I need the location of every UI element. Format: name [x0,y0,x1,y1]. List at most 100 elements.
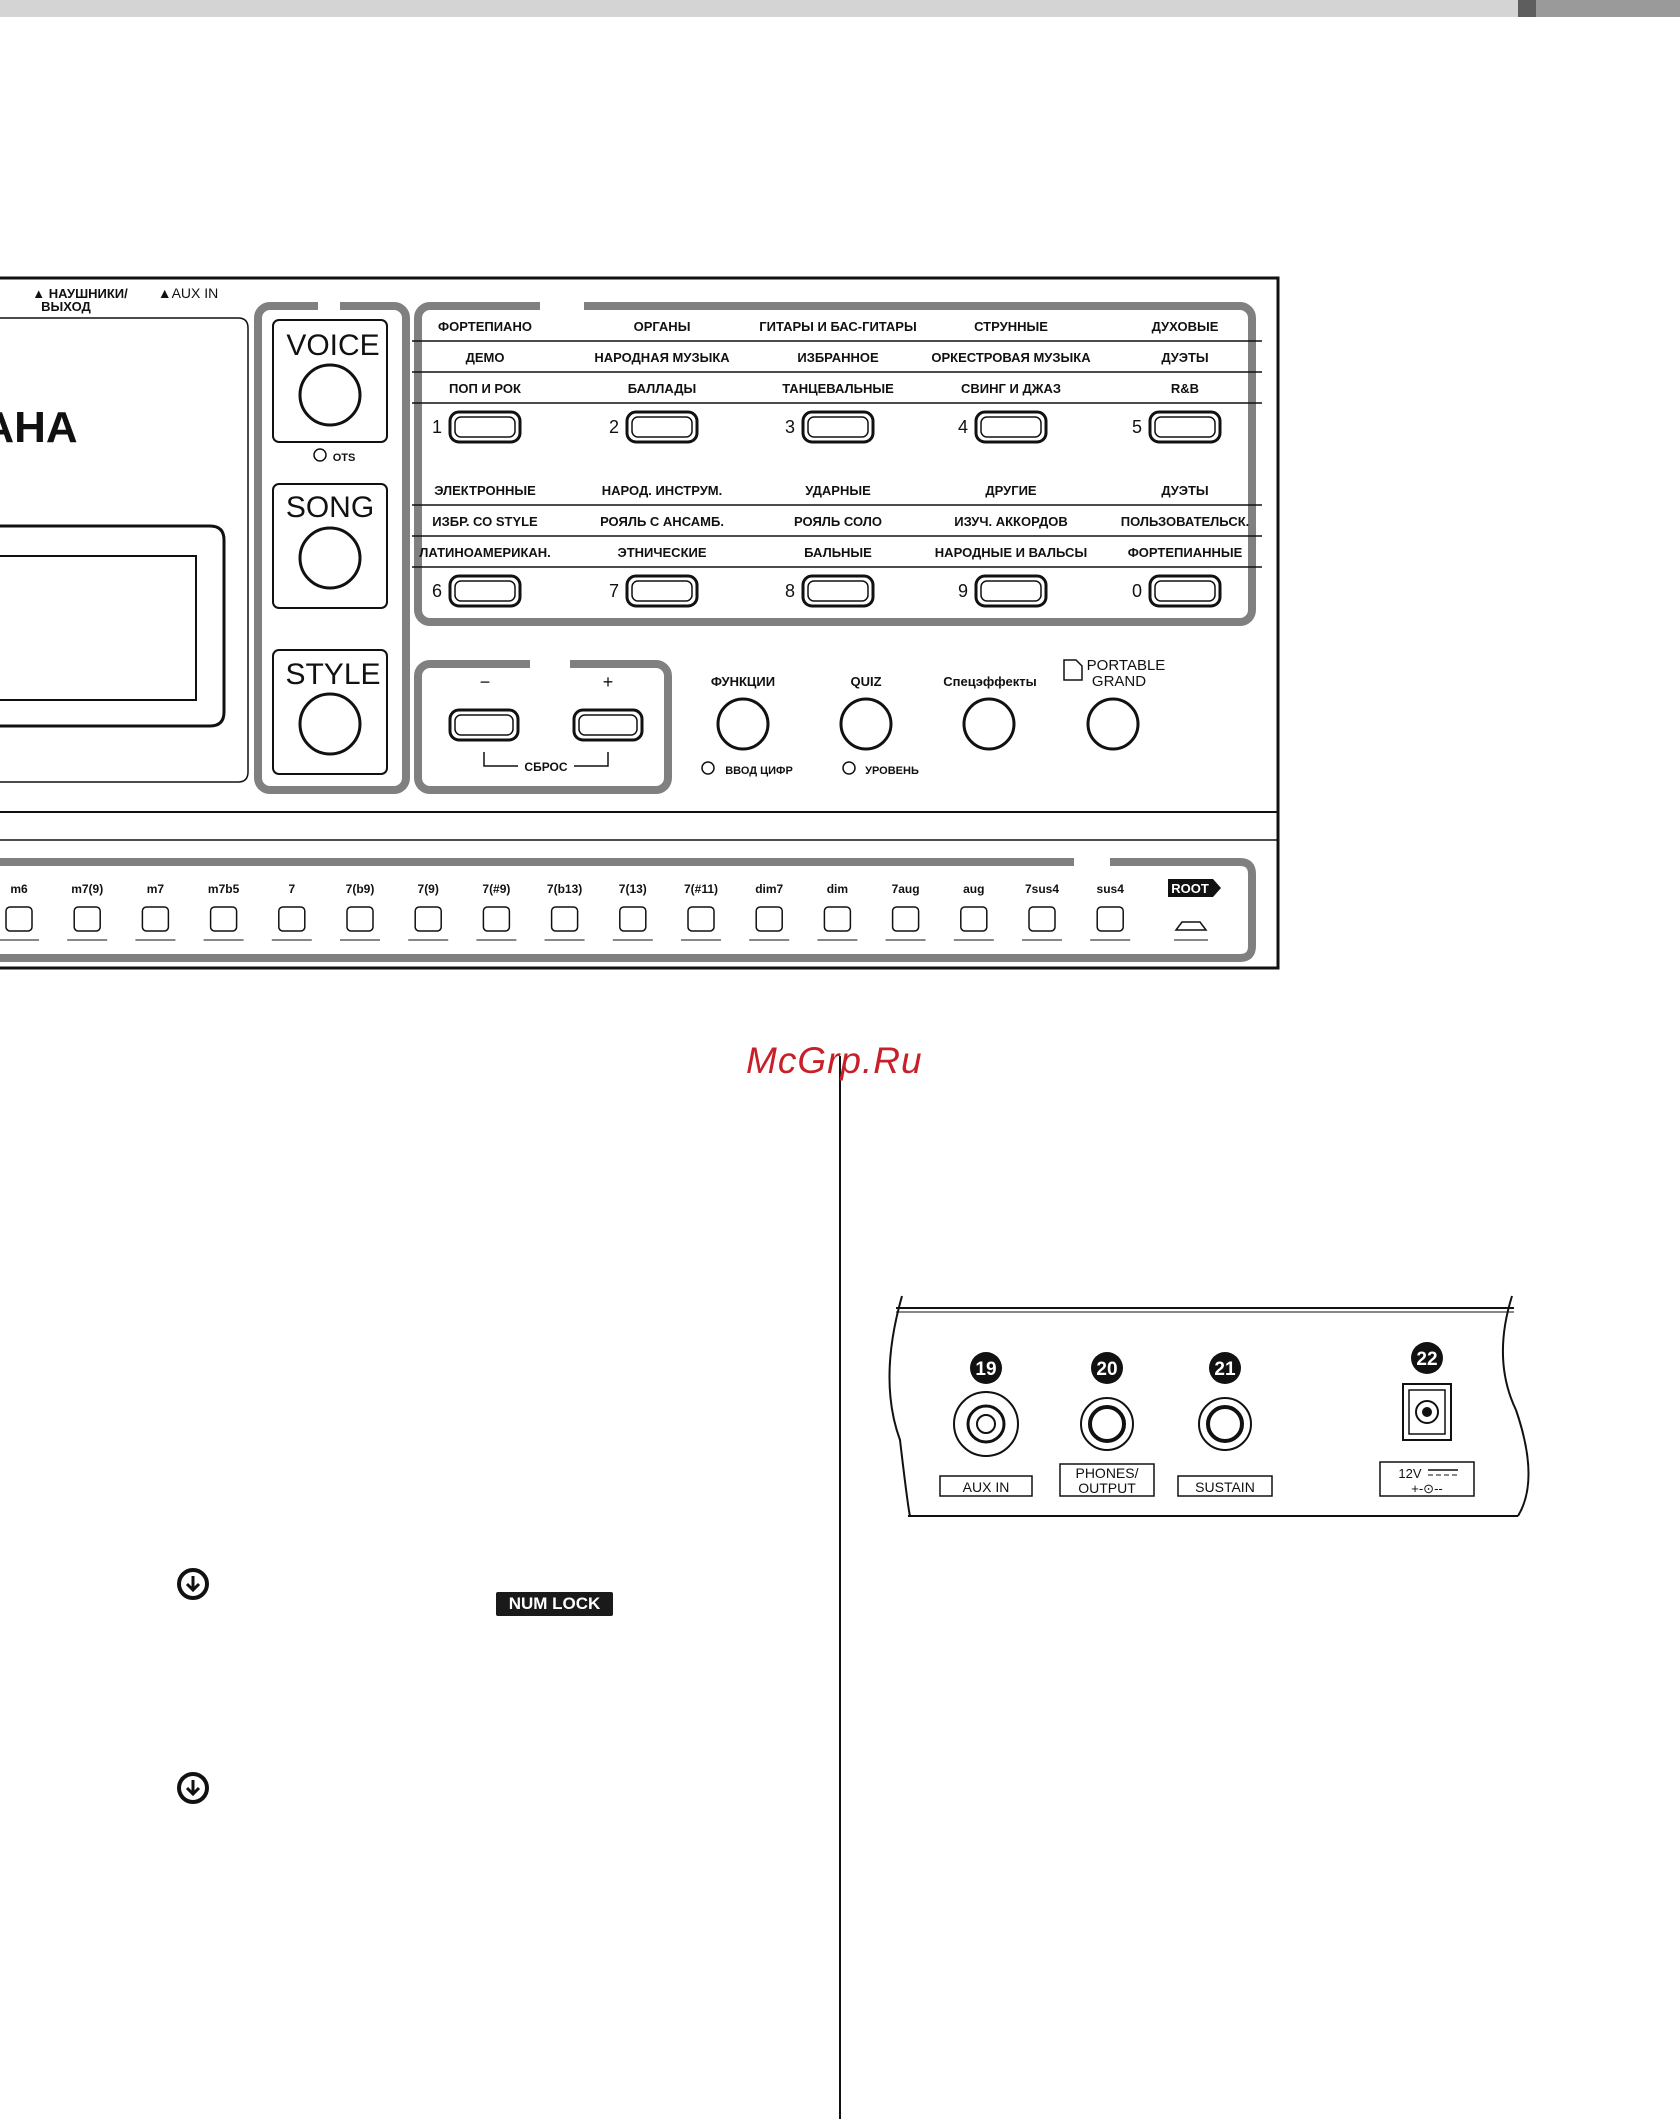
number-button-inner [980,416,1042,438]
lcd-frame [0,524,226,728]
number-button-inner [454,580,516,602]
chord-label: 7(b13) [547,882,582,896]
number-button-inner [1154,416,1216,438]
number-button-7[interactable] [625,574,699,608]
lower-category-label: ЭТНИЧЕСКИЕ [617,545,706,560]
svg-text:22: 22 [1416,1349,1437,1370]
aux-in-rear-label: AUX IN [963,1479,1010,1495]
ots-label: OTS [333,452,356,464]
song-button[interactable] [298,526,362,590]
number-button-6[interactable] [448,574,522,608]
plus-button[interactable] [572,708,644,742]
voice-button[interactable] [298,363,362,427]
number-button-inner [631,416,693,438]
sustain-jack[interactable] [1198,1397,1252,1451]
num-lock-badge: NUM LOCK [496,1592,613,1616]
number-label: 0 [1132,581,1142,601]
aux-in-jack[interactable] [953,1391,1019,1457]
dc-in-jack[interactable] [1402,1383,1452,1441]
upper-category-label: ПОП И РОК [449,381,521,396]
quiz-button-label: QUIZ [850,674,881,689]
number-label: 6 [432,581,442,601]
number-label: 7 [609,581,619,601]
number-button-1[interactable] [448,410,522,444]
upper-category-label: R&B [1171,381,1199,396]
minus-label: − [480,672,491,692]
lower-category-label: НАРОД. ИНСТРУМ. [602,483,722,498]
piano-icon [1063,659,1083,681]
chord-pictogram-icon [209,906,238,932]
chord-label: dim [827,882,848,896]
number-button-9[interactable] [974,574,1048,608]
brand-logo: AHA [0,403,78,452]
number-button-inner [980,580,1042,602]
chord-label: m7 [147,882,165,896]
song-button-frame[interactable] [272,483,388,609]
number-button-0[interactable] [1148,574,1222,608]
number-label: 1 [432,417,442,437]
number-button-inner [807,416,869,438]
lower-category-label: РОЯЛЬ СОЛО [794,514,882,529]
page-top-bar [0,0,1680,17]
svg-text:21: 21 [1214,1359,1236,1380]
chord-label: 7sus4 [1025,882,1059,896]
down-arrow-icon [177,1568,209,1600]
lower-category-label: ПОЛЬЗОВАТЕЛЬСК. [1121,514,1250,529]
lower-category-label: ДРУГИЕ [985,483,1037,498]
number-button-inner [631,580,693,602]
function-button[interactable] [716,697,770,751]
number-button-8[interactable] [801,574,875,608]
portable-grand-button[interactable] [1086,697,1140,751]
chord-strip-outline [0,858,1256,962]
upper-category-label: ФОРТЕПИАНО [438,319,532,334]
headphones-label-2: ВЫХОД [41,299,91,314]
rear-jack-19: 19 AUX IN [939,1352,1033,1497]
chord-pictogram-icon [960,906,988,932]
headphones-label: ▲ НАУШНИКИ/ [32,286,128,301]
style-button[interactable] [298,692,362,756]
panel-frame [0,276,1280,970]
effects-button[interactable] [962,697,1016,751]
number-button-2[interactable] [625,410,699,444]
lower-category-label: РОЯЛЬ С АНСАМБ. [600,514,724,529]
minus-button[interactable] [448,708,520,742]
upper-category-label: ДУЭТЫ [1161,350,1208,365]
song-button-label: SONG [286,491,374,524]
upper-category-label: ОРГАНЫ [634,319,691,334]
quiz-button[interactable] [839,697,893,751]
upper-category-label: ОРКЕСТРОВАЯ МУЗЫКА [931,350,1091,365]
root-tag [1168,879,1221,897]
chord-label: 7aug [892,882,920,896]
dc-voltage-label: 12V [1398,1466,1421,1481]
number-label: 5 [1132,417,1142,437]
phones-output-jack[interactable] [1080,1397,1134,1451]
rear-jack-20: 20 PHONES/ OUTPUT [1059,1352,1155,1497]
down-arrow-icon [842,761,856,775]
number-label: 4 [958,417,968,437]
upper-category-label: ДУХОВЫЕ [1152,319,1219,334]
voice-button-label: VOICE [286,329,379,362]
down-arrow-icon [177,1772,209,1804]
chord-label: 7(#11) [684,882,718,896]
chord-pictogram-icon [1096,906,1124,932]
number-group-outline [414,302,1256,626]
chord-pictogram-icon [1028,906,1056,932]
chord-pictogram-icon [414,906,442,932]
lower-category-label: ДУЭТЫ [1161,483,1208,498]
upper-category-label: ИЗБРАННОЕ [797,350,879,365]
level-label: УРОВЕНЬ [865,765,919,777]
rear-jack-22: 22 12V +-⊙-- [1379,1342,1475,1497]
number-button-5[interactable] [1148,410,1222,444]
number-button-4[interactable] [974,410,1048,444]
lower-category-label: УДАРНЫЕ [805,483,871,498]
rear-panel-edge-left [888,1295,911,1517]
chord-label: 7(#9) [482,882,510,896]
chord-pictogram-icon [755,906,783,932]
style-button-frame[interactable] [272,649,388,775]
voice-button-frame[interactable] [272,319,388,443]
number-button-3[interactable] [801,410,875,444]
grand-label: GRAND [1092,673,1146,690]
number-button-inner [454,416,516,438]
